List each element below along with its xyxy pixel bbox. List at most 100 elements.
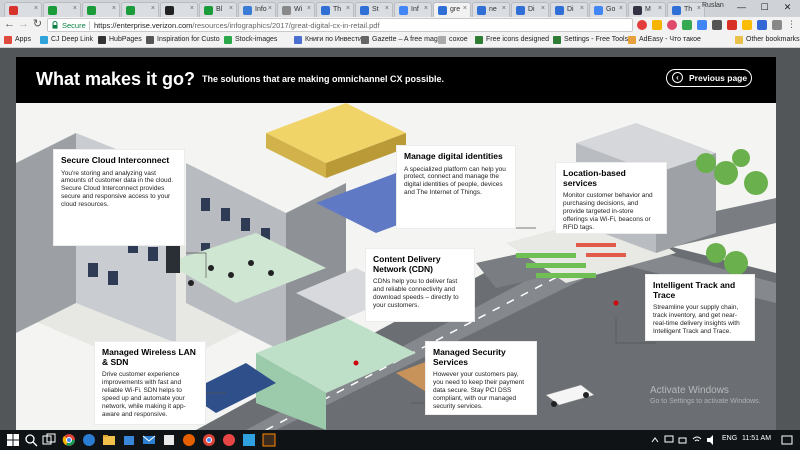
browser-tab[interactable]: ×: [4, 2, 42, 17]
app-icon[interactable]: [162, 433, 176, 447]
extension-icon[interactable]: [697, 20, 707, 30]
folder-icon[interactable]: [102, 433, 116, 447]
language-indicator[interactable]: ENG: [722, 435, 738, 442]
close-tab-icon[interactable]: ×: [579, 5, 584, 12]
bookmark-item[interactable]: Gazette – A free mag: [361, 36, 438, 44]
bookmark-item[interactable]: Free icons designed: [475, 36, 549, 44]
bookmark-item[interactable]: Apps: [4, 36, 31, 44]
photoshop-icon[interactable]: [242, 433, 256, 447]
browser-tab[interactable]: ×: [160, 2, 198, 17]
store-icon[interactable]: [122, 433, 136, 447]
browser-tab[interactable]: Inf×: [394, 2, 432, 17]
opera-extension-icon[interactable]: [637, 20, 647, 30]
reload-button[interactable]: ↻: [32, 18, 43, 30]
profile-name[interactable]: Ruslan: [702, 2, 724, 9]
firefox-icon[interactable]: [182, 433, 196, 447]
browser-tab[interactable]: Go×: [589, 2, 627, 17]
tray-up-arrow-icon[interactable]: [650, 433, 660, 447]
browser-tab[interactable]: St×: [355, 2, 393, 17]
browser-tab[interactable]: ne×: [472, 2, 510, 17]
close-tab-icon[interactable]: ×: [306, 5, 311, 12]
close-tab-icon[interactable]: ×: [189, 5, 194, 12]
close-tab-icon[interactable]: ×: [618, 5, 623, 12]
browser-tab[interactable]: M×: [628, 2, 666, 17]
mail-icon[interactable]: [142, 433, 156, 447]
maximize-button[interactable]: ☐: [760, 2, 769, 12]
green-box-icon: [204, 6, 213, 15]
network-icon[interactable]: [664, 433, 674, 447]
browser-tab[interactable]: Bl×: [199, 2, 237, 17]
back-button[interactable]: ←: [4, 18, 15, 30]
chrome-taskbar-icon[interactable]: [202, 433, 216, 447]
browser-tab[interactable]: Th×: [667, 2, 705, 17]
close-tab-icon[interactable]: ×: [72, 5, 77, 12]
browser-tab[interactable]: Th×: [316, 2, 354, 17]
browser-tab[interactable]: ×: [43, 2, 81, 17]
browser-tab[interactable]: Di×: [511, 2, 549, 17]
bookmark-item[interactable]: Stock-images: [224, 36, 277, 44]
extension-icon[interactable]: [727, 20, 737, 30]
browser-tab[interactable]: Di×: [550, 2, 588, 17]
address-bar[interactable]: Secure https://enterprise.verizon.com/re…: [47, 18, 676, 32]
stock-icon: [224, 36, 232, 44]
extension-icon[interactable]: [682, 20, 692, 30]
browser-tab[interactable]: ×: [121, 2, 159, 17]
browser-tab[interactable]: Info×: [238, 2, 276, 17]
close-tab-icon[interactable]: ×: [696, 5, 701, 12]
close-tab-icon[interactable]: ×: [657, 5, 662, 12]
extension-icon[interactable]: [772, 20, 782, 30]
pinterest-extension-icon[interactable]: [667, 20, 677, 30]
tab-label: Th: [333, 6, 342, 13]
extension-icon[interactable]: [712, 20, 722, 30]
search-icon[interactable]: [24, 433, 38, 447]
extension-icon[interactable]: [652, 20, 662, 30]
close-tab-icon[interactable]: ×: [501, 5, 506, 12]
edge-icon[interactable]: [82, 433, 96, 447]
extension-icon[interactable]: [742, 20, 752, 30]
menu-icon[interactable]: ⋮: [787, 19, 796, 29]
bookmark-item[interactable]: HubPages: [98, 36, 142, 44]
close-tab-icon[interactable]: ×: [540, 5, 545, 12]
bookmark-item[interactable]: Inspiration for Custo: [146, 36, 220, 44]
bookmark-item[interactable]: сохое: [438, 36, 468, 44]
close-tab-icon[interactable]: ×: [462, 5, 467, 12]
apps-icon: [4, 36, 12, 44]
close-window-button[interactable]: ✕: [783, 2, 792, 12]
close-tab-icon[interactable]: ×: [228, 5, 233, 12]
bookmark-item[interactable]: Книги по Инвестиц: [294, 36, 366, 44]
google-icon: [399, 6, 408, 15]
green-box-icon: [48, 6, 57, 15]
doc-icon: [360, 6, 369, 15]
task-view-icon[interactable]: [42, 433, 56, 447]
minimize-button[interactable]: —: [737, 2, 746, 12]
browser-tab[interactable]: gre×: [433, 2, 471, 17]
bookmark-item[interactable]: AdEasy - Что такое: [628, 36, 701, 44]
close-tab-icon[interactable]: ×: [111, 5, 116, 12]
battery-icon[interactable]: [678, 433, 688, 447]
close-tab-icon[interactable]: ×: [384, 5, 389, 12]
browser-tab[interactable]: ×: [82, 2, 120, 17]
browser-tab[interactable]: Wi×: [277, 2, 315, 17]
previous-page-button[interactable]: ‹ Previous page: [666, 69, 752, 87]
close-tab-icon[interactable]: ×: [150, 5, 155, 12]
windows-start-icon[interactable]: [6, 433, 20, 447]
url-text[interactable]: https://enterprise.verizon.com/resources…: [94, 21, 380, 30]
extension-icon[interactable]: [757, 20, 767, 30]
bookmark-item[interactable]: CJ Deep Link: [40, 36, 93, 44]
notifications-icon[interactable]: [781, 434, 793, 446]
close-tab-icon[interactable]: ×: [267, 5, 272, 12]
flag-icon: [475, 36, 483, 44]
bookmark-item[interactable]: Other bookmarks: [735, 36, 800, 44]
wifi-icon[interactable]: [692, 433, 702, 447]
illustrator-icon[interactable]: [262, 433, 276, 447]
chrome-taskbar-icon[interactable]: [62, 433, 76, 447]
forward-button[interactable]: →: [18, 18, 29, 30]
volume-icon[interactable]: [706, 433, 716, 447]
bookmark-item[interactable]: Settings - Free Tools: [553, 36, 628, 44]
close-tab-icon[interactable]: ×: [345, 5, 350, 12]
close-tab-icon[interactable]: ×: [423, 5, 428, 12]
pdf-viewer[interactable]: What makes it go? The solutions that are…: [0, 48, 800, 430]
clock[interactable]: 11:51 AM: [742, 435, 772, 442]
close-tab-icon[interactable]: ×: [33, 5, 38, 12]
music-icon[interactable]: [222, 433, 236, 447]
